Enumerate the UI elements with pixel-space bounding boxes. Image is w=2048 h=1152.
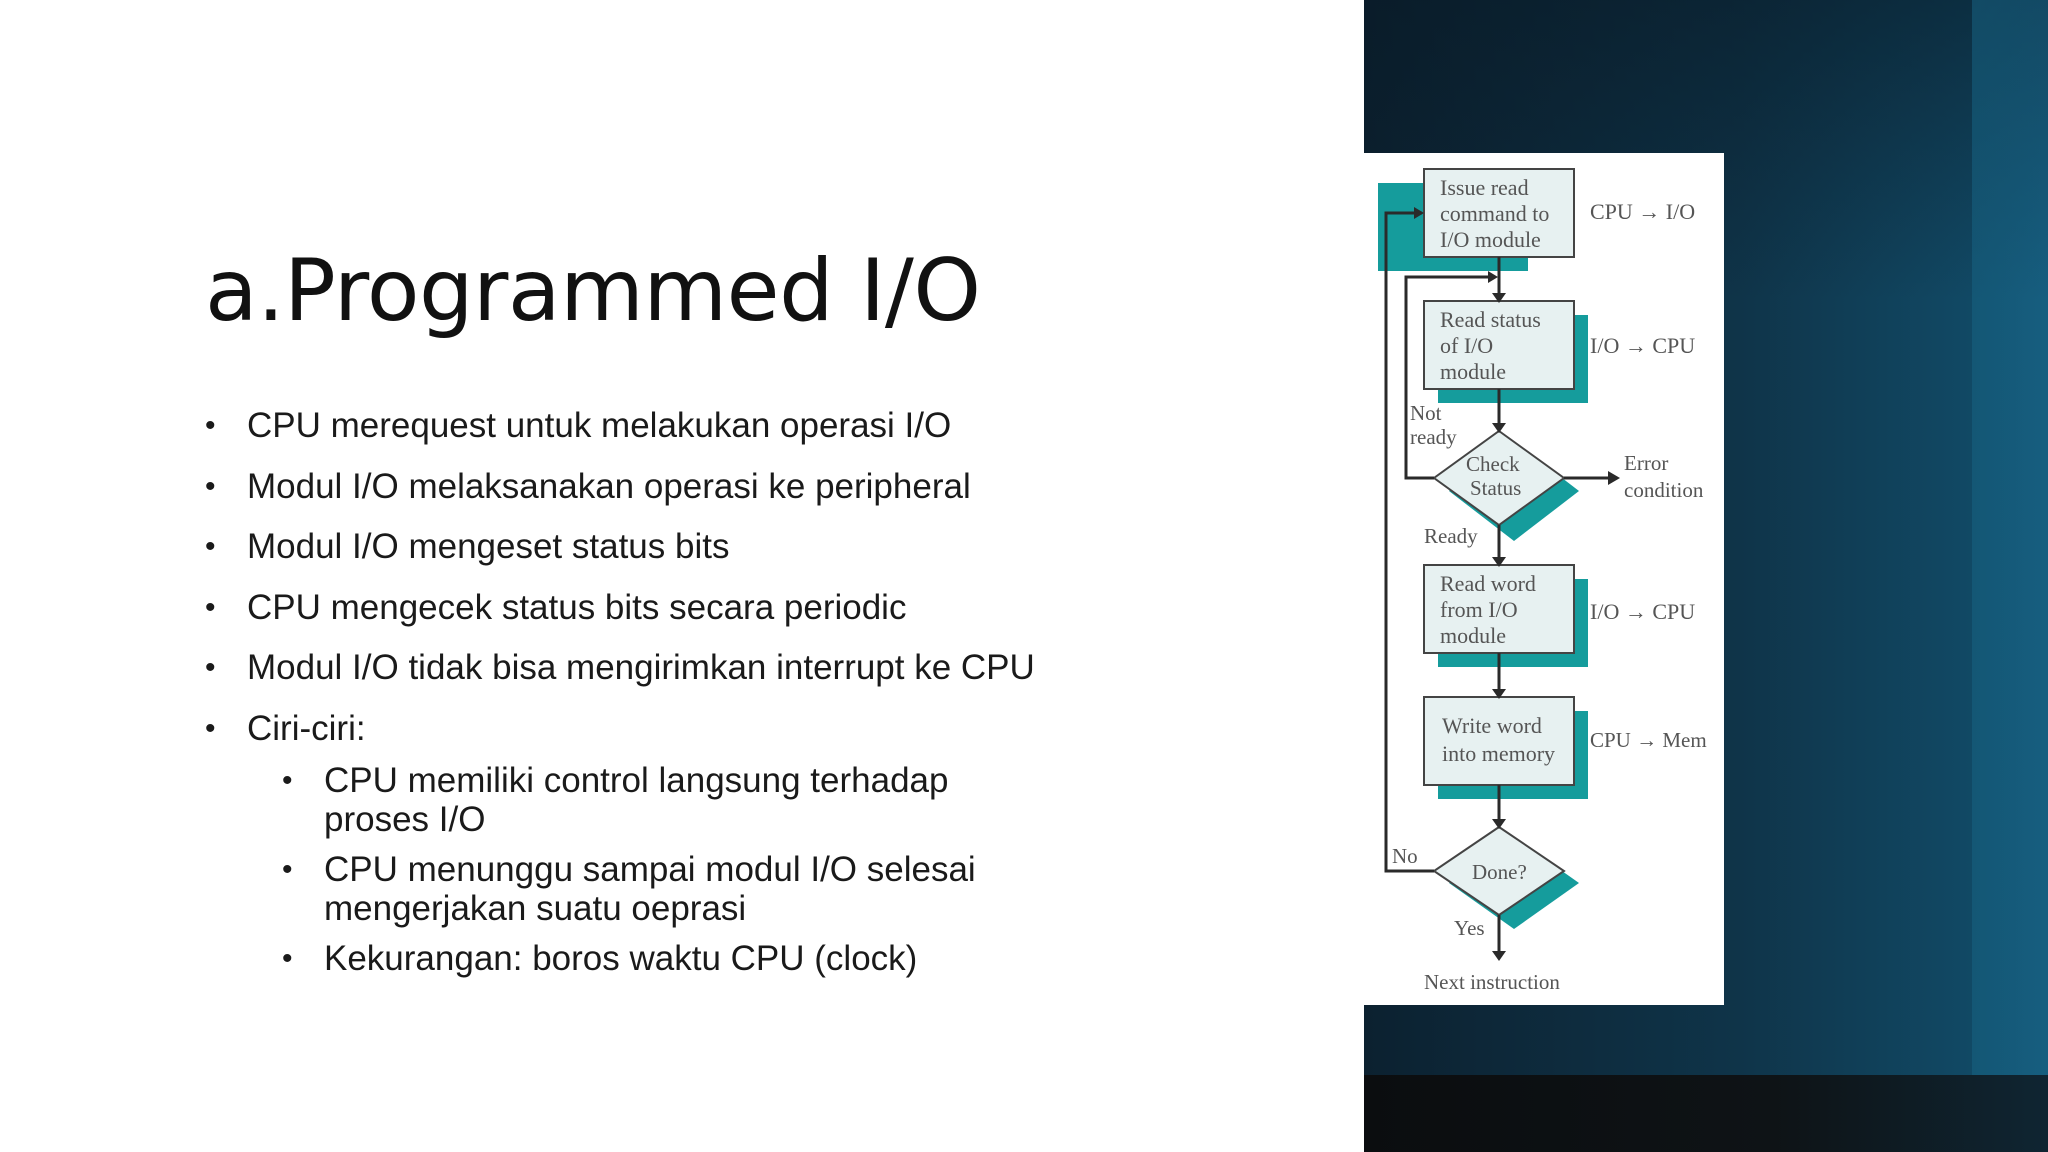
- box3-side-label: I/O → CPU: [1590, 599, 1695, 624]
- flowchart-svg: Issue read command to I/O module CPU → I…: [1378, 168, 1707, 994]
- box1-line3: I/O module: [1440, 227, 1541, 252]
- decision1-line1: Check: [1466, 452, 1520, 476]
- panel-edge-stripe: [1972, 0, 2048, 1152]
- bullet-item-ciri: Ciri-ciri: CPU memiliki control langsung…: [205, 708, 1105, 978]
- loop-line-not-ready: [1404, 275, 1494, 480]
- box2-line1: Read status: [1440, 307, 1541, 332]
- loop-line-no: [1384, 211, 1434, 873]
- box1-side-label: CPU → I/O: [1590, 199, 1695, 224]
- panel-bottom-band: [1364, 1075, 2048, 1152]
- sub-bullet-item: CPU memiliki control langsung terhadap p…: [282, 761, 1042, 839]
- next-instruction-label: Next instruction: [1424, 970, 1560, 994]
- box2-line3: module: [1440, 359, 1506, 384]
- box4-side-label: CPU → Mem: [1590, 728, 1707, 752]
- arrowhead: [1492, 557, 1506, 567]
- sub-bullet-item: Kekurangan: boros waktu CPU (clock): [282, 939, 1042, 978]
- error-line2: condition: [1624, 478, 1704, 502]
- bullet-item-label: Ciri-ciri:: [247, 708, 366, 748]
- box1-line2: command to: [1440, 201, 1549, 226]
- not-ready-line2: ready: [1410, 425, 1457, 449]
- box3-line2: from I/O: [1440, 597, 1518, 622]
- slide-title: a.Programmed I/O: [205, 241, 981, 341]
- bullet-item: Modul I/O melaksanakan operasi ke periph…: [205, 466, 1105, 507]
- bullet-item: Modul I/O mengeset status bits: [205, 526, 1105, 567]
- box4-line1: Write word: [1442, 713, 1542, 738]
- bullet-item: CPU mengecek status bits secara periodic: [205, 587, 1105, 628]
- bullet-item: Modul I/O tidak bisa mengirimkan interru…: [205, 647, 1105, 688]
- arrowhead: [1492, 293, 1506, 303]
- sub-bullet-list: CPU memiliki control langsung terhadap p…: [282, 761, 1042, 978]
- box4-line2: into memory: [1442, 741, 1555, 766]
- yes-label: Yes: [1454, 916, 1485, 940]
- bullet-list: CPU merequest untuk melakukan operasi I/…: [205, 405, 1105, 997]
- decision1-line2: Status: [1470, 476, 1521, 500]
- error-line1: Error: [1624, 451, 1668, 475]
- arrowhead: [1492, 819, 1506, 829]
- not-ready-line1: Not: [1410, 401, 1442, 425]
- decision2-label: Done?: [1472, 860, 1527, 884]
- arrowhead: [1414, 207, 1424, 219]
- box2-line2: of I/O: [1440, 333, 1493, 358]
- arrowhead: [1608, 471, 1620, 485]
- arrowhead: [1488, 271, 1498, 283]
- no-label: No: [1392, 844, 1418, 868]
- ready-label: Ready: [1424, 524, 1478, 548]
- bullet-item: CPU merequest untuk melakukan operasi I/…: [205, 405, 1105, 446]
- arrowhead: [1492, 951, 1506, 961]
- arrowhead: [1492, 689, 1506, 699]
- box2-side-label: I/O → CPU: [1590, 333, 1695, 358]
- flowchart-figure: Issue read command to I/O module CPU → I…: [1364, 153, 1724, 1005]
- sub-bullet-item: CPU menunggu sampai modul I/O selesai me…: [282, 850, 1042, 928]
- arrowhead: [1492, 423, 1506, 433]
- box3-line1: Read word: [1440, 571, 1536, 596]
- box1-line1: Issue read: [1440, 175, 1529, 200]
- box3-line3: module: [1440, 623, 1506, 648]
